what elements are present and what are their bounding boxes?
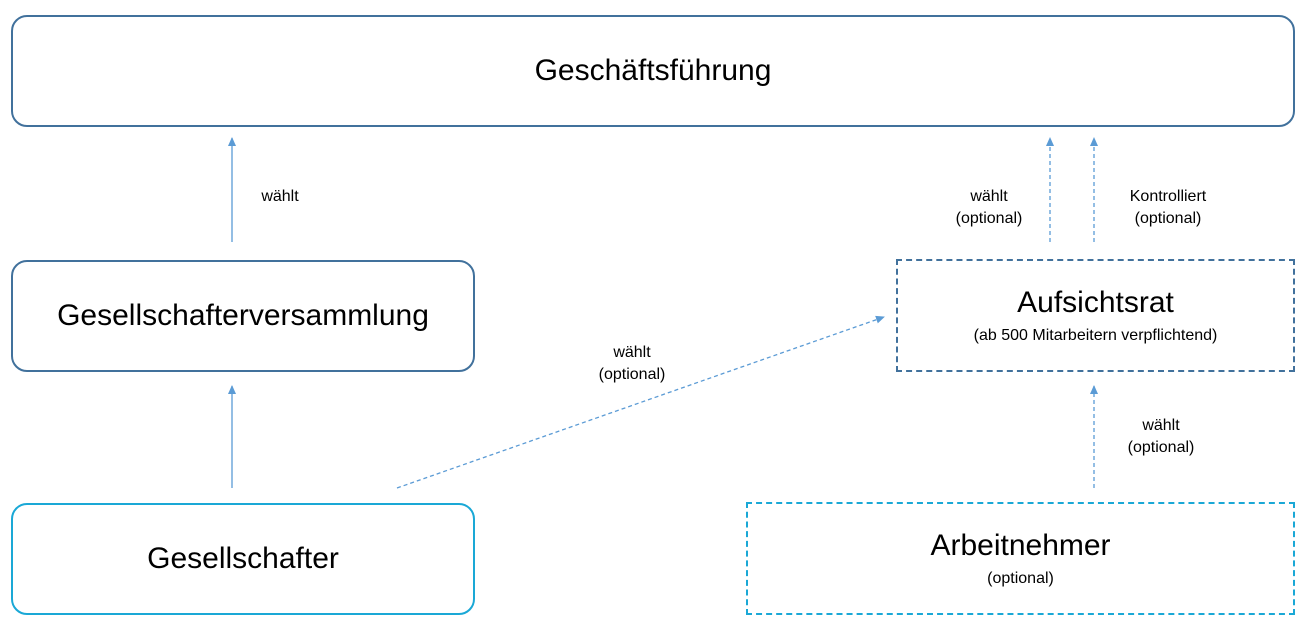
box-subtitle: (optional): [987, 569, 1054, 587]
edge-label-gv-to-gf: wählt: [250, 186, 310, 208]
edge-label-line: wählt: [1142, 417, 1180, 434]
box-title: Geschäftsführung: [534, 54, 772, 87]
box-subtitle: (ab 500 Mitarbeitern verpflichtend): [973, 326, 1218, 344]
edge-label-line: (optional): [598, 366, 666, 383]
box-aufsichtsrat: Aufsichtsrat (ab 500 Mitarbeitern verpfl…: [896, 259, 1295, 372]
arrow-gs-to-ar: [396, 315, 885, 489]
edge-label-line: (optional): [955, 210, 1023, 227]
edge-label-ar-to-gf-waehlt: wählt (optional): [944, 186, 1034, 230]
edge-label-line: Kontrolliert: [1129, 188, 1207, 205]
edge-label-line: (optional): [1127, 439, 1195, 456]
edge-label-an-to-ar: wählt (optional): [1116, 415, 1206, 459]
box-gesellschafterversammlung: Gesellschafterversammlung: [11, 260, 475, 372]
box-title: Gesellschafterversammlung: [57, 299, 429, 332]
box-arbeitnehmer: Arbeitnehmer (optional): [746, 502, 1295, 615]
edge-label-line: wählt: [970, 188, 1008, 205]
edge-label-line: wählt: [613, 344, 651, 361]
edge-label-line: (optional): [1134, 210, 1202, 227]
box-title: Gesellschafter: [147, 542, 339, 575]
edge-label-ar-to-gf-kontrolliert: Kontrolliert (optional): [1113, 186, 1223, 230]
edge-label-gs-to-ar: wählt (optional): [587, 342, 677, 386]
box-title: Aufsichtsrat: [1017, 285, 1174, 319]
box-geschaeftsfuehrung: Geschäftsführung: [11, 15, 1295, 127]
edge-label-line: wählt: [261, 188, 299, 205]
box-title: Arbeitnehmer: [930, 528, 1111, 562]
box-gesellschafter: Gesellschafter: [11, 503, 475, 615]
